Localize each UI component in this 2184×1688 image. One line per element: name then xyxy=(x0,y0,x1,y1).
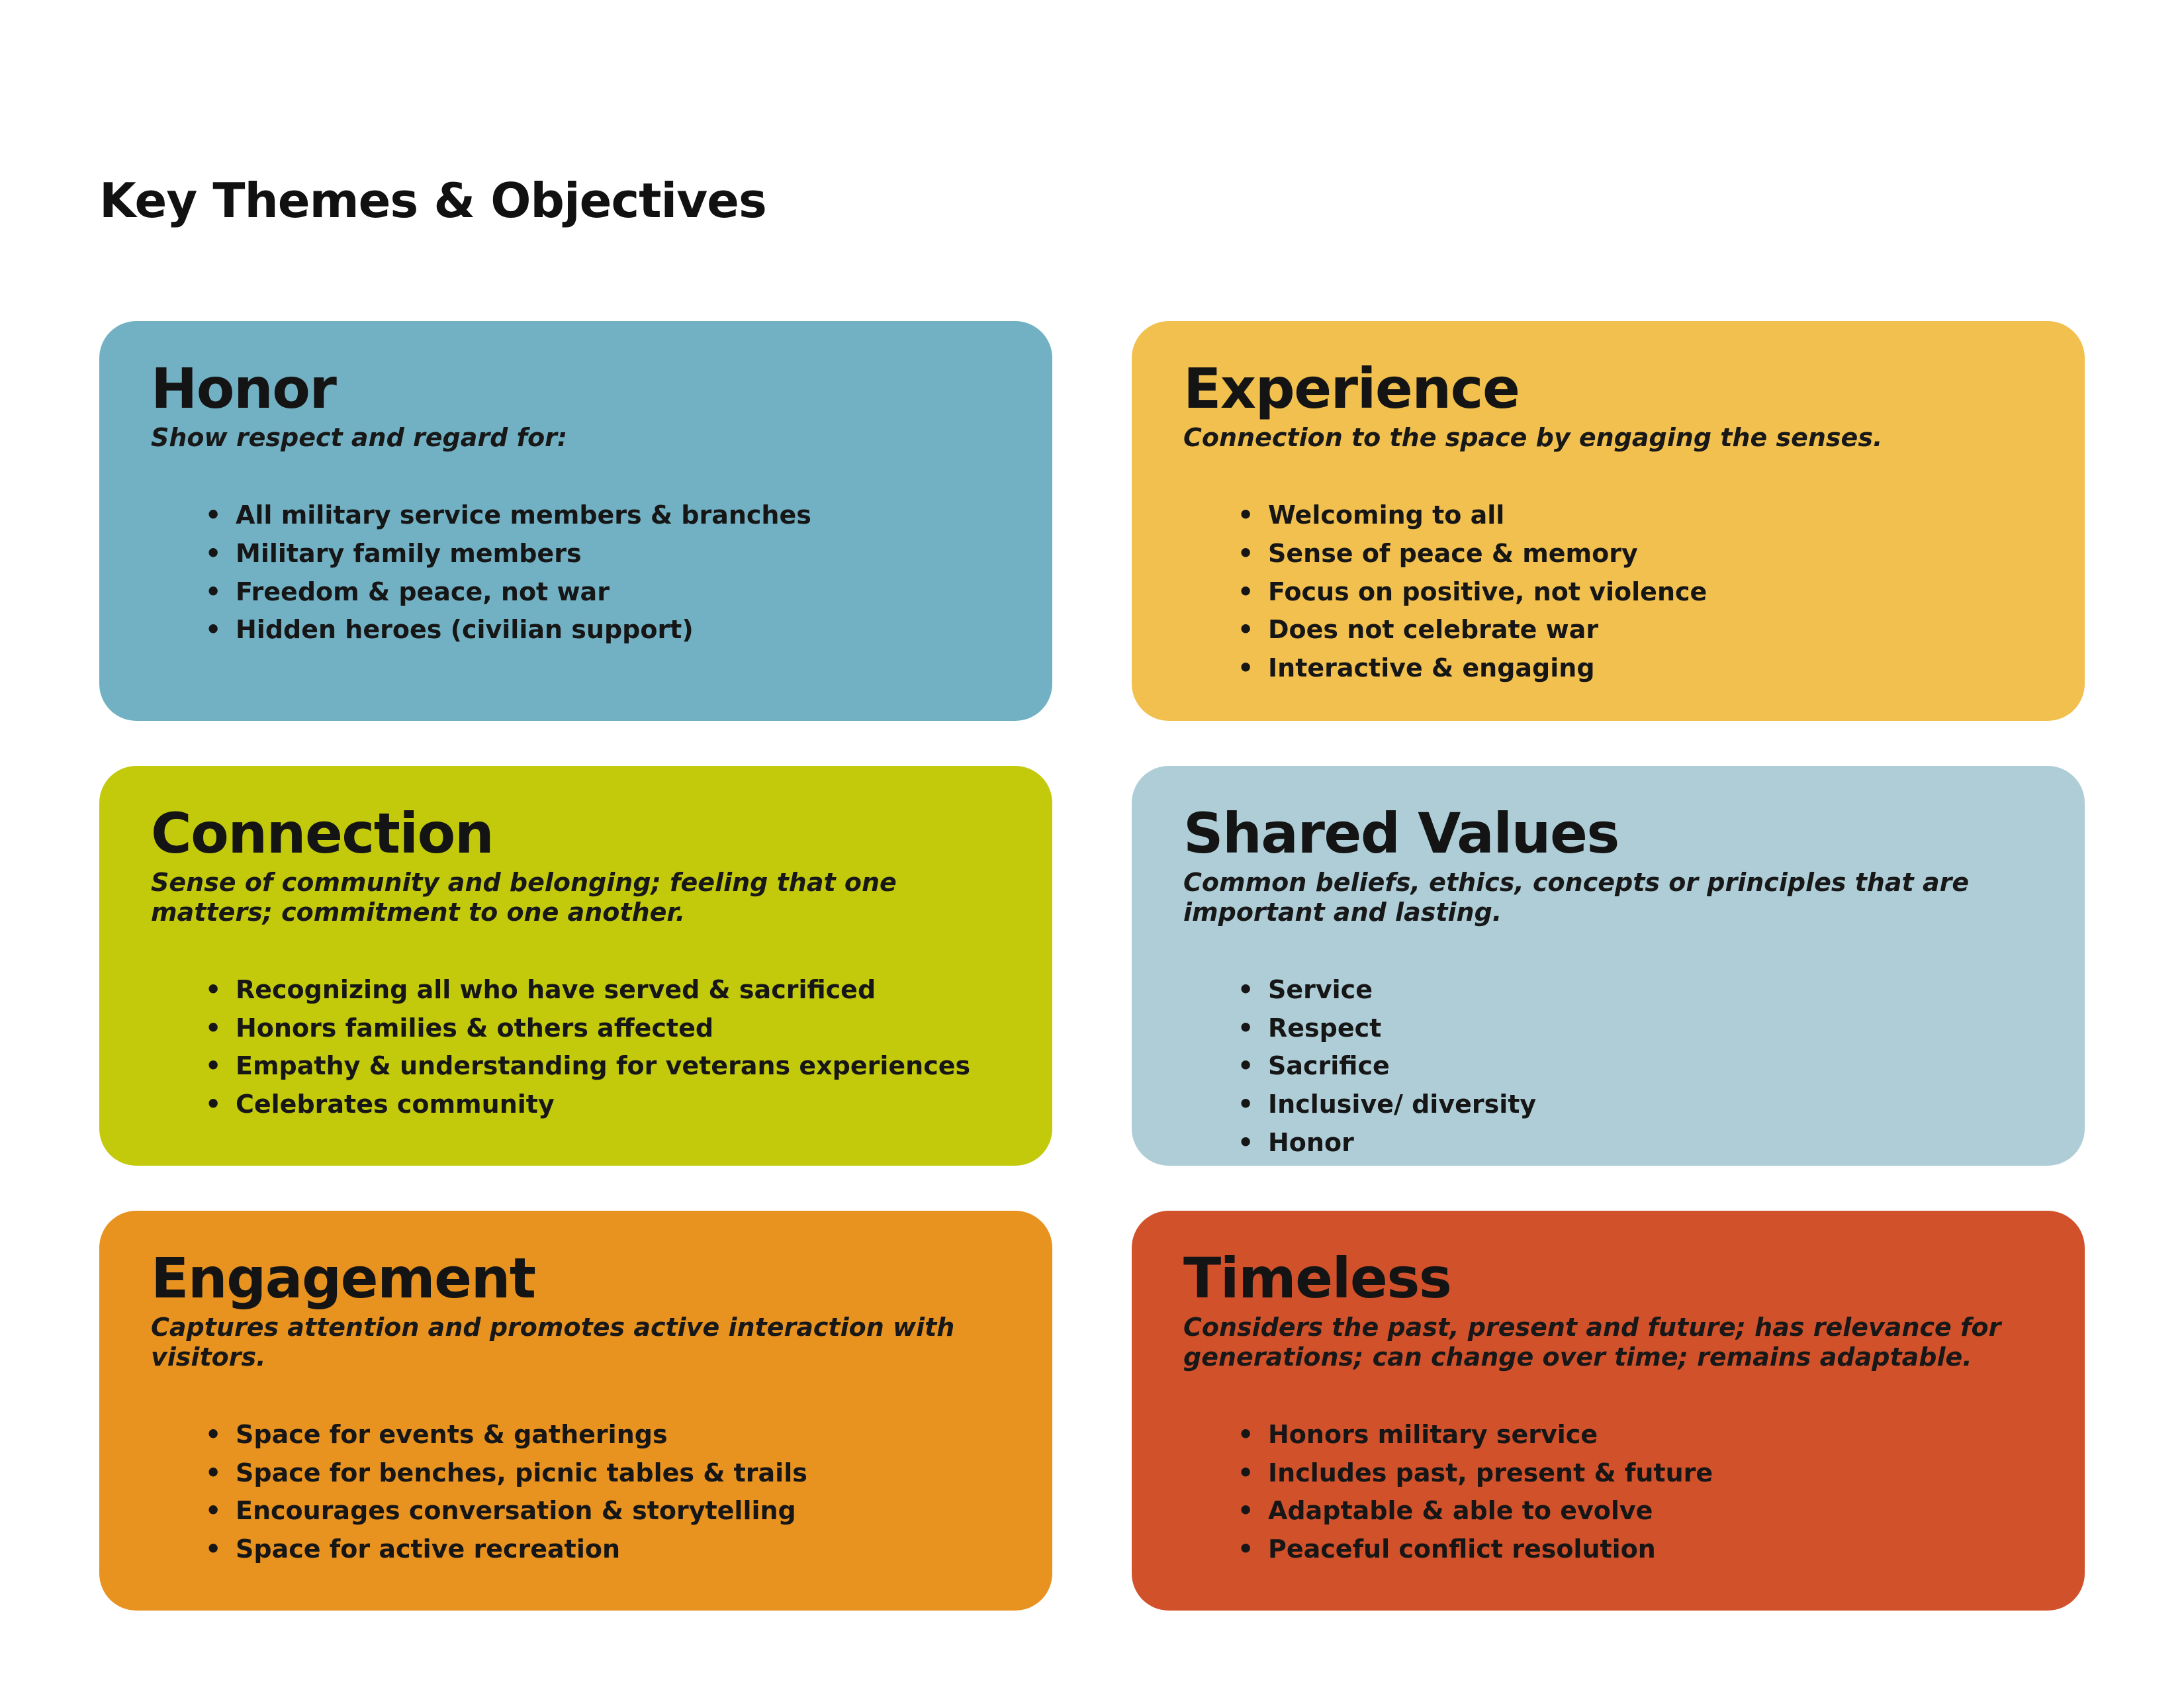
bullet-item: Empathy & understanding for veterans exp… xyxy=(205,1047,1001,1086)
bullet-list: Recognizing all who have served & sacrif… xyxy=(205,971,1001,1124)
bullet-item: Interactive & engaging xyxy=(1238,649,2033,688)
card-timeless: Timeless Considers the past, present and… xyxy=(1132,1210,2085,1611)
bullet-item: Military family members xyxy=(205,535,1001,573)
bullet-item: Celebrates community xyxy=(205,1086,1001,1124)
bullet-item: Does not celebrate war xyxy=(1238,611,2033,649)
card-subtitle: Show respect and regard for: xyxy=(151,423,568,453)
cards-grid: Honor Show respect and regard for: All m… xyxy=(99,320,2085,1611)
bullet-item: Hidden heroes (civilian support) xyxy=(205,611,1001,649)
bullet-item: Includes past, present & future xyxy=(1238,1454,2033,1493)
card-title: Timeless xyxy=(1183,1245,1452,1311)
card-subtitle: Sense of community and belonging; feelin… xyxy=(151,868,897,927)
bullet-item: All military service members & branches xyxy=(205,496,1001,535)
bullet-item: Encourages conversation & storytelling xyxy=(205,1492,1001,1530)
page-title: Key Themes & Objectives xyxy=(99,173,767,228)
bullet-item: Recognizing all who have served & sacrif… xyxy=(205,971,1001,1009)
card-subtitle: Connection to the space by engaging the … xyxy=(1183,423,1883,453)
bullet-item: Inclusive/ diversity xyxy=(1238,1086,2033,1124)
card-connection: Connection Sense of community and belong… xyxy=(99,765,1052,1166)
card-subtitle: Considers the past, present and future; … xyxy=(1183,1313,2001,1372)
bullet-item: Sacrifice xyxy=(1238,1047,2033,1086)
bullet-item: Respect xyxy=(1238,1009,2033,1048)
bullet-item: Adaptable & able to evolve xyxy=(1238,1492,2033,1530)
bullet-list: Honors military service Includes past, p… xyxy=(1238,1416,2033,1569)
card-title: Honor xyxy=(151,355,337,421)
bullet-item: Honor xyxy=(1238,1124,2033,1162)
card-honor: Honor Show respect and regard for: All m… xyxy=(99,320,1052,721)
bullet-item: Peaceful conflict resolution xyxy=(1238,1530,2033,1569)
card-engagement: Engagement Captures attention and promot… xyxy=(99,1210,1052,1611)
bullet-list: Welcoming to all Sense of peace & memory… xyxy=(1238,496,2033,688)
card-subtitle: Common beliefs, ethics, concepts or prin… xyxy=(1183,868,1970,927)
bullet-item: Space for events & gatherings xyxy=(205,1416,1001,1454)
card-title: Experience xyxy=(1183,355,1520,421)
bullet-item: Freedom & peace, not war xyxy=(205,573,1001,612)
card-title: Connection xyxy=(151,800,494,866)
bullet-item: Focus on positive, not violence xyxy=(1238,573,2033,612)
card-subtitle: Captures attention and promotes active i… xyxy=(151,1313,955,1372)
bullet-item: Sense of peace & memory xyxy=(1238,535,2033,573)
bullet-item: Welcoming to all xyxy=(1238,496,2033,535)
bullet-item: Space for benches, picnic tables & trail… xyxy=(205,1454,1001,1493)
card-title: Shared Values xyxy=(1183,800,1619,866)
bullet-item: Honors military service xyxy=(1238,1416,2033,1454)
card-title: Engagement xyxy=(151,1245,536,1311)
card-shared-values: Shared Values Common beliefs, ethics, co… xyxy=(1132,765,2085,1166)
bullet-item: Space for active recreation xyxy=(205,1530,1001,1569)
bullet-list: Space for events & gatherings Space for … xyxy=(205,1416,1001,1569)
bullet-list: Service Respect Sacrifice Inclusive/ div… xyxy=(1238,971,2033,1162)
bullet-list: All military service members & branches … xyxy=(205,496,1001,649)
bullet-item: Service xyxy=(1238,971,2033,1009)
card-experience: Experience Connection to the space by en… xyxy=(1132,320,2085,721)
bullet-item: Honors families & others affected xyxy=(205,1009,1001,1048)
